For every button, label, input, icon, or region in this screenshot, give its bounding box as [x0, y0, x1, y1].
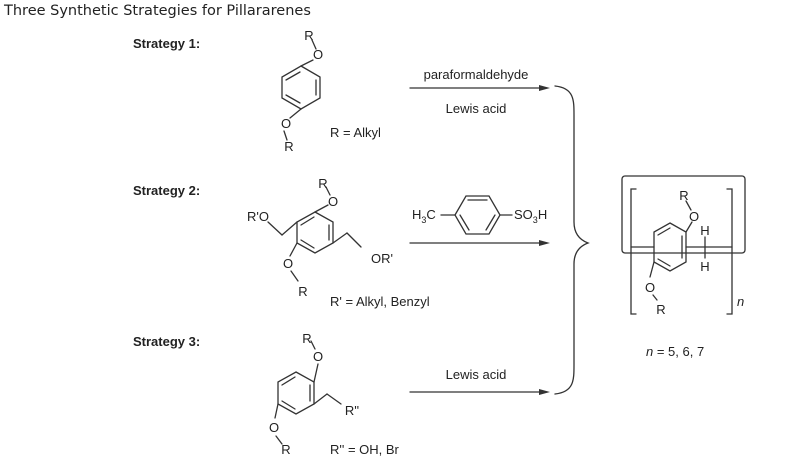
atom-or-prime-right: OR' [371, 251, 393, 266]
strategy-2-substituent-note: R' = Alkyl, Benzyl [330, 294, 430, 309]
atom-r-top: R [302, 331, 311, 346]
benzene-ring [281, 65, 321, 110]
benzene-ring [653, 222, 687, 272]
benzene-ring [277, 371, 315, 415]
strategy-2-label: Strategy 2: [133, 183, 200, 198]
benzene-ring [454, 195, 501, 235]
merging-curly-brace [554, 85, 590, 395]
arrow-head [539, 240, 550, 246]
atom-r-bottom: R [656, 302, 665, 317]
atom-o-bottom: O [283, 256, 293, 271]
strategy-2-reactant: O R R'O OR' O R [247, 176, 393, 299]
benzene-ring [296, 211, 334, 254]
strategy-3-reactant: O R R'' O R [269, 331, 359, 457]
figure-title: Three Synthetic Strategies for Pillarare… [4, 3, 311, 19]
repeat-bracket-left [630, 188, 637, 315]
macrocycle-outline [621, 175, 746, 254]
atom-r-bottom: R [281, 442, 290, 457]
atom-o-top: O [689, 209, 699, 224]
atom-h-top: H [700, 223, 709, 238]
repeat-subscript: n [737, 294, 744, 309]
repeat-bracket-right [726, 188, 733, 315]
atom-r-top: R [318, 176, 327, 191]
pillararene-product: n O R H H O R [621, 175, 746, 317]
tosic-acid-reagent: H3C SO3H [412, 195, 547, 235]
arrow-head [539, 85, 550, 91]
atom-o-bottom: O [281, 116, 291, 131]
strategy-3-substituent-note: R'' = OH, Br [330, 442, 400, 457]
atom-r-prime-o-left: R'O [247, 209, 269, 224]
atom-r-top: R [679, 188, 688, 203]
atom-o-bottom: O [645, 280, 655, 295]
strategy-1-reactant: O R O R [281, 28, 323, 154]
strategy-1-reagent-bottom: Lewis acid [446, 101, 507, 116]
sulfonic-acid-group: SO3H [514, 207, 547, 225]
atom-h-bottom: H [700, 259, 709, 274]
atom-o-top: O [313, 349, 323, 364]
arrow-head [539, 389, 550, 395]
atom-r-bottom: R [298, 284, 307, 299]
strategy-1-reagent-top: paraformaldehyde [424, 67, 529, 82]
product-n-values: n = 5, 6, 7 [646, 344, 704, 359]
methyl-group: H3C [412, 207, 436, 225]
strategy-1-label: Strategy 1: [133, 36, 200, 51]
strategy-3-reagent: Lewis acid [446, 367, 507, 382]
atom-r-top: R [304, 28, 313, 43]
atom-o-top: O [328, 194, 338, 209]
atom-r-double-prime: R'' [345, 403, 359, 418]
atom-o-top: O [313, 47, 323, 62]
atom-o-bottom: O [269, 420, 279, 435]
strategy-1-substituent-note: R = Alkyl [330, 125, 381, 140]
atom-r-bottom: R [284, 139, 293, 154]
strategy-3-label: Strategy 3: [133, 334, 200, 349]
